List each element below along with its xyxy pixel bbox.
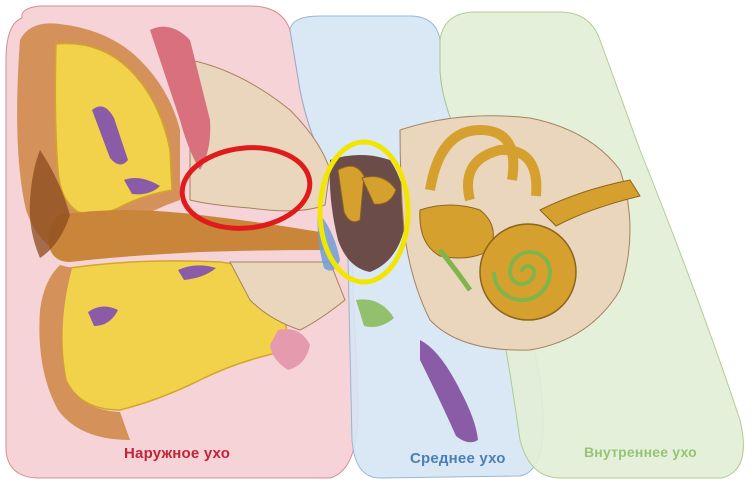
yellow-ellipse-marker [317,139,411,285]
muscle-band [150,26,211,170]
auditory-nerve [539,179,641,227]
outer-ear-label: Наружное ухо [124,445,231,462]
ear-canal-dark [29,150,70,258]
purple-vessel-2 [124,178,160,195]
middle-ear-label: Среднее ухо [410,450,506,467]
eustachian-tube [420,340,478,443]
purple-vessel-3 [88,306,118,326]
middle-ear-green [356,299,394,327]
ossicle-malleus [337,165,365,223]
earlobe-skin [39,265,130,440]
inner-green-band [438,248,473,292]
red-ellipse-marker [179,145,313,231]
ossicle-incus [361,176,397,205]
purple-vessel-1 [92,106,128,165]
semicircular-canals [425,124,542,202]
temporal-bone-lower [229,261,346,331]
purple-vessel-4 [178,265,216,280]
cochlea-spiral [492,250,553,302]
pink-gland [270,329,310,370]
ear-canal-tissue [48,210,330,262]
inner-ear-label: Внутреннее ухо [584,444,697,460]
